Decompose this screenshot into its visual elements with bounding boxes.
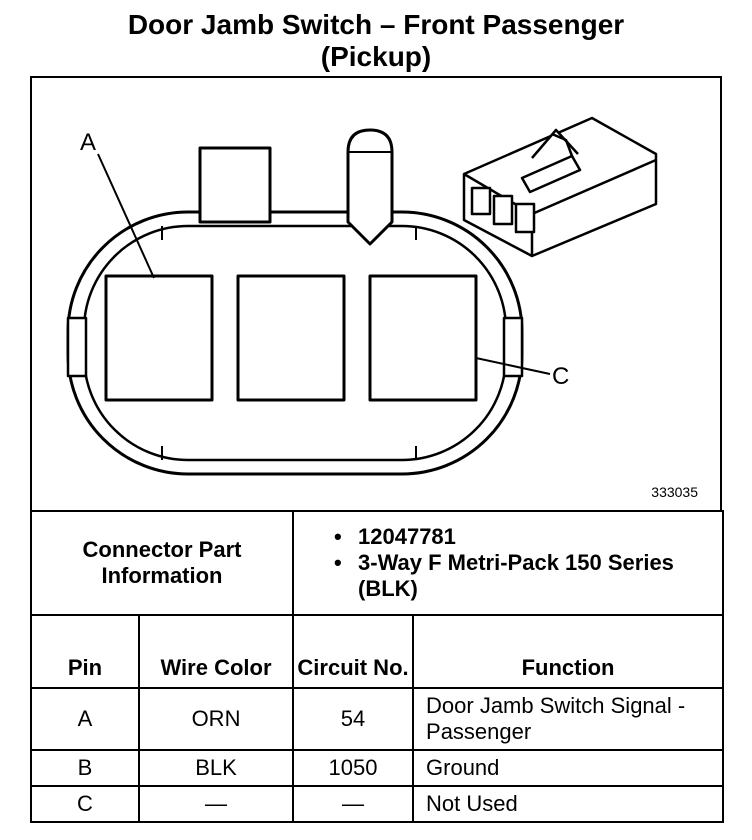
connector-3d-view: [462, 116, 658, 258]
part-description: 3-Way F Metri-Pack 150 Series (BLK): [334, 550, 722, 602]
diagram-title: Door Jamb Switch – Front Passenger: [127, 9, 625, 40]
table-header-row: Pin Wire Color Circuit No. Function: [30, 614, 725, 689]
circuit-cell: —: [292, 785, 415, 823]
pin-cell: A: [30, 687, 140, 751]
polarizing-key: [346, 128, 394, 246]
connector-part-list: 12047781 3-Way F Metri-Pack 150 Series (…: [292, 510, 725, 616]
cavity-b: [236, 274, 346, 402]
function-cell: Ground: [412, 749, 725, 787]
header-circuit-no: Circuit No.: [292, 614, 415, 689]
table-row: B BLK 1050 Ground: [30, 749, 725, 787]
leader-line-c: [475, 357, 551, 375]
pin-cell: C: [30, 785, 140, 823]
connector-info-table: Connector Part Information 12047781 3-Wa…: [29, 510, 725, 823]
leader-line-a: [97, 153, 155, 279]
cavity-c: [368, 274, 478, 402]
table-row: A ORN 54 Door Jamb Switch Signal - Passe…: [30, 687, 725, 751]
diagram-subtitle: (Pickup): [320, 41, 432, 72]
cavity-a: [104, 274, 214, 402]
header-pin: Pin: [30, 614, 140, 689]
function-cell: Not Used: [412, 785, 725, 823]
figure-number: 333035: [651, 484, 698, 500]
connector-face-drawing: A C: [66, 116, 658, 476]
wire-color-cell: BLK: [137, 749, 295, 787]
header-function: Function: [412, 614, 725, 689]
connector-part-row: Connector Part Information 12047781 3-Wa…: [29, 510, 725, 616]
table-row: C — — Not Used: [30, 785, 725, 823]
latch-tab: [198, 146, 272, 224]
header-wire-color: Wire Color: [137, 614, 295, 689]
pin-label-c: C: [552, 363, 569, 390]
connector-diagram-panel: A C 333035: [30, 76, 722, 512]
pin-cell: B: [30, 749, 140, 787]
connector-part-label: Connector Part Information: [29, 510, 295, 616]
circuit-cell: 1050: [292, 749, 415, 787]
pin-label-a: A: [80, 129, 96, 156]
part-number: 12047781: [334, 524, 722, 550]
wire-color-cell: —: [137, 785, 295, 823]
function-cell: Door Jamb Switch Signal - Passenger: [412, 687, 725, 751]
wire-color-cell: ORN: [137, 687, 295, 751]
circuit-cell: 54: [292, 687, 415, 751]
